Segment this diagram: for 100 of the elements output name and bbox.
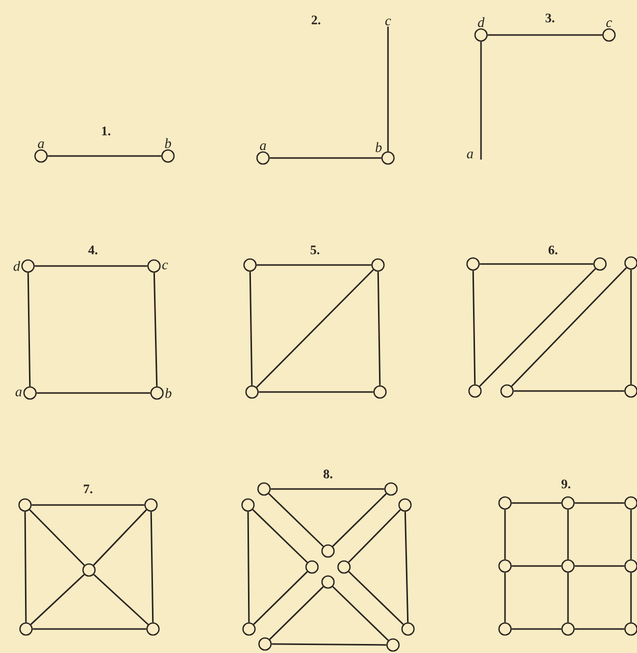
- rod-line: [93, 574, 149, 626]
- joint-circle: [147, 259, 161, 273]
- joint-circle: [384, 482, 398, 496]
- rod-line: [348, 509, 401, 563]
- rod-line: [512, 502, 562, 504]
- joint-circle: [144, 498, 158, 512]
- figure-number: 5.: [310, 246, 320, 254]
- rod-line: [272, 643, 386, 646]
- rod-line: [256, 264, 372, 266]
- figure-number: 7.: [84, 484, 92, 494]
- rod-line: [153, 272, 158, 386]
- rod-line: [150, 512, 154, 622]
- rod-line: [567, 510, 569, 560]
- joint-circle: [561, 622, 575, 636]
- rod-line: [512, 628, 562, 630]
- rod-line: [504, 572, 506, 622]
- joint-circle: [500, 384, 514, 398]
- joint-circle: [561, 559, 575, 573]
- joint-circle: [466, 257, 480, 271]
- joint-circle: [398, 498, 412, 512]
- rod-line: [258, 391, 374, 393]
- point-letter: d: [478, 17, 485, 28]
- joint-circle: [373, 385, 387, 399]
- point-letter: b: [165, 388, 172, 398]
- rod-line: [332, 586, 389, 641]
- rod-line: [480, 263, 594, 265]
- rod-line: [514, 390, 624, 392]
- rod-line: [348, 571, 404, 625]
- point-letter: a: [260, 143, 266, 150]
- rod-line: [256, 269, 374, 388]
- figure-number: 3.: [546, 14, 554, 22]
- point-letter: b: [376, 142, 382, 152]
- rod-line: [252, 509, 308, 563]
- joint-circle: [21, 259, 35, 273]
- rod-line: [32, 504, 144, 506]
- rod-line: [404, 512, 409, 622]
- joint-circle: [258, 637, 272, 651]
- joint-circle: [468, 384, 482, 398]
- rod-line: [93, 509, 147, 566]
- joint-circle: [474, 28, 488, 42]
- rod-line: [567, 572, 569, 622]
- rod-line: [512, 565, 562, 567]
- joint-circle: [257, 482, 271, 496]
- joint-circle: [161, 149, 175, 163]
- rod-line: [480, 42, 482, 160]
- rod-line: [387, 26, 389, 152]
- rod-line: [48, 155, 162, 157]
- joint-circle: [371, 258, 385, 272]
- point-letter: b: [165, 138, 172, 148]
- point-letter: c: [606, 20, 612, 28]
- joint-circle: [593, 257, 607, 271]
- point-letter: d: [14, 261, 20, 271]
- figure-number: 2.: [312, 16, 320, 24]
- rod-line: [36, 392, 150, 394]
- figure-number: 6.: [548, 246, 558, 254]
- point-letter: c: [162, 262, 168, 270]
- joint-circle: [146, 622, 160, 636]
- rod-line: [27, 272, 31, 386]
- rod-line: [574, 565, 624, 567]
- joint-circle: [498, 622, 512, 636]
- rod-line: [270, 488, 384, 490]
- point-letter: c: [385, 18, 391, 26]
- figure-number: 4.: [88, 246, 98, 254]
- joint-circle: [401, 622, 415, 636]
- joint-circle: [305, 560, 319, 574]
- rod-line: [574, 628, 624, 630]
- joint-circle: [243, 258, 257, 272]
- joint-circle: [150, 386, 164, 400]
- rod-line: [377, 272, 381, 386]
- rod-line: [253, 571, 308, 625]
- joint-circle: [498, 559, 512, 573]
- joint-circle: [337, 560, 351, 574]
- joint-circle: [18, 498, 32, 512]
- rod-line: [504, 510, 506, 560]
- point-letter: a: [16, 390, 22, 396]
- joint-circle: [82, 563, 96, 577]
- joint-circle: [245, 385, 259, 399]
- rod-line: [34, 265, 148, 267]
- joint-circle: [241, 498, 255, 512]
- rod-line: [630, 270, 632, 384]
- rod-line: [332, 493, 387, 547]
- joint-circle: [386, 638, 400, 652]
- joint-circle: [498, 496, 512, 510]
- joint-circle: [321, 544, 335, 558]
- rod-line: [630, 572, 632, 622]
- joint-circle: [321, 575, 335, 589]
- point-letter: a: [38, 141, 44, 148]
- rod-line: [479, 268, 596, 387]
- joint-circle: [602, 28, 616, 42]
- rod-line: [270, 157, 382, 159]
- joint-circle: [19, 622, 33, 636]
- joint-circle: [381, 151, 395, 165]
- rod-line: [574, 502, 624, 504]
- rod-line: [511, 267, 627, 387]
- rod-line: [30, 574, 85, 625]
- figure-number: 8.: [324, 470, 332, 478]
- point-letter: a: [466, 152, 473, 158]
- rod-line: [247, 512, 250, 622]
- rod-line: [29, 509, 85, 566]
- joint-circle: [242, 622, 256, 636]
